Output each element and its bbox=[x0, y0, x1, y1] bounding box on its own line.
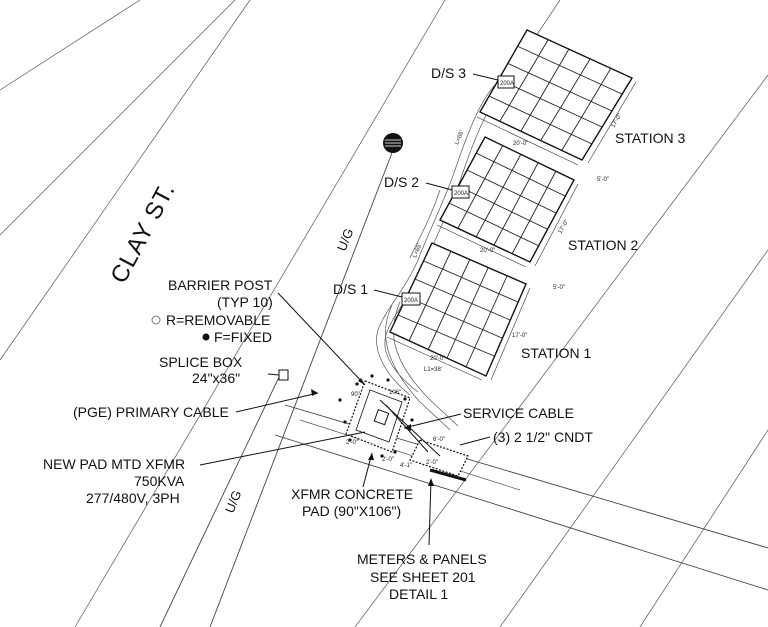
svg-text:17'-0": 17'-0" bbox=[611, 113, 624, 129]
svg-text:24"x36": 24"x36" bbox=[192, 370, 240, 386]
svg-text:750KVA: 750KVA bbox=[134, 473, 185, 489]
primary-cable-callout: (PGE) PRIMARY CABLE bbox=[73, 389, 319, 420]
service-cable-callout: SERVICE CABLE (3) 2 1/2" CNDT bbox=[403, 405, 593, 446]
svg-text:17'-0": 17'-0" bbox=[558, 219, 571, 235]
spacing-3-2: 5'-0" bbox=[597, 177, 609, 183]
splice-box-icon bbox=[278, 369, 289, 381]
street-name: CLAY ST. bbox=[105, 178, 180, 288]
transformer-callout: NEW PAD MTD XFMR 750KVA 277/480V, 3PH bbox=[43, 431, 366, 506]
conduit-runs bbox=[376, 84, 504, 431]
transformer-pad: 90" 106" 2'-0" 2'-0" bbox=[338, 374, 414, 463]
svg-text:17'-0": 17'-0" bbox=[512, 333, 527, 339]
svg-text:DETAIL 1: DETAIL 1 bbox=[389, 586, 448, 602]
run-3-length: L=65' bbox=[454, 130, 465, 146]
barrier-post-callout: BARRIER POST (TYP 10) R=REMOVABLE F=FIXE… bbox=[151, 277, 366, 386]
svg-text:(TYP 10): (TYP 10) bbox=[217, 294, 273, 310]
svg-text:200A: 200A bbox=[500, 81, 514, 87]
station-1-label: STATION 1 bbox=[521, 345, 591, 361]
svg-text:200A: 200A bbox=[404, 298, 418, 304]
splice-box-callout: SPLICE BOX 24"x36" bbox=[159, 354, 280, 386]
station-1-disconnect: 200A bbox=[373, 289, 421, 306]
station-2-label: STATION 2 bbox=[568, 237, 638, 253]
svg-text:277/480V, 3PH: 277/480V, 3PH bbox=[86, 490, 180, 506]
meter-panel-slab: 4'-1" 2'-0" 6'-0" bbox=[400, 437, 469, 482]
station-3-ds-label: D/S 3 bbox=[431, 65, 466, 81]
svg-text:METERS & PANELS: METERS & PANELS bbox=[357, 551, 487, 567]
svg-text:BARRIER POST: BARRIER POST bbox=[168, 277, 273, 293]
station-2-panel-array bbox=[439, 136, 575, 263]
svg-text:SEE SHEET 201: SEE SHEET 201 bbox=[370, 569, 476, 585]
svg-text:20'-0": 20'-0" bbox=[513, 141, 528, 147]
svg-text:90": 90" bbox=[351, 392, 360, 398]
meters-callout: METERS & PANELS SEE SHEET 201 DETAIL 1 bbox=[357, 478, 487, 602]
svg-text:SPLICE BOX: SPLICE BOX bbox=[159, 354, 243, 370]
ug-label-top: U/G bbox=[334, 226, 357, 253]
svg-text:20'-0": 20'-0" bbox=[430, 356, 445, 362]
station-2-ds-label: D/S 2 bbox=[384, 174, 419, 190]
svg-text:F=FIXED: F=FIXED bbox=[214, 329, 272, 345]
utility-pole-icon bbox=[383, 133, 403, 153]
transformer-pad-callout: XFMR CONCRETE PAD (90"X106") bbox=[291, 452, 413, 519]
svg-text:NEW PAD MTD XFMR: NEW PAD MTD XFMR bbox=[43, 456, 185, 472]
svg-text:XFMR CONCRETE: XFMR CONCRETE bbox=[291, 486, 413, 502]
station-3-panel-array bbox=[479, 29, 634, 161]
station-1-dimensions: 17'-0" 20'-0" bbox=[386, 287, 531, 381]
svg-text:2'-0": 2'-0" bbox=[426, 460, 438, 466]
station-1-panel-array bbox=[389, 242, 527, 377]
run-1-length: L1=38' bbox=[424, 367, 442, 373]
run-2-length: L=65' bbox=[412, 243, 423, 259]
station-3-disconnect: 200A bbox=[472, 73, 515, 89]
svg-text:R=REMOVABLE: R=REMOVABLE bbox=[166, 312, 270, 328]
svg-text:106": 106" bbox=[389, 390, 401, 396]
ug-label-bottom: U/G bbox=[222, 488, 245, 515]
svg-text:(3) 2 1/2" CNDT: (3) 2 1/2" CNDT bbox=[493, 429, 593, 445]
spacing-2-1: 5'-0" bbox=[553, 285, 565, 291]
svg-text:PAD (90"X106"): PAD (90"X106") bbox=[302, 503, 401, 519]
svg-text:SERVICE CABLE: SERVICE CABLE bbox=[463, 405, 574, 421]
station-1-ds-label: D/S 1 bbox=[333, 281, 368, 297]
svg-text:2'-0": 2'-0" bbox=[382, 457, 394, 463]
svg-text:6'-0": 6'-0" bbox=[433, 437, 445, 443]
svg-text:2'-0": 2'-0" bbox=[346, 440, 358, 446]
station-2-disconnect: 200A bbox=[425, 182, 470, 199]
svg-text:20'-0": 20'-0" bbox=[480, 248, 495, 254]
svg-text:4'-1": 4'-1" bbox=[400, 463, 412, 469]
svg-text:200A: 200A bbox=[454, 191, 468, 197]
svg-text:(PGE) PRIMARY CABLE: (PGE) PRIMARY CABLE bbox=[73, 404, 229, 420]
street-centerline bbox=[159, 144, 396, 627]
station-3-label: STATION 3 bbox=[615, 130, 685, 146]
